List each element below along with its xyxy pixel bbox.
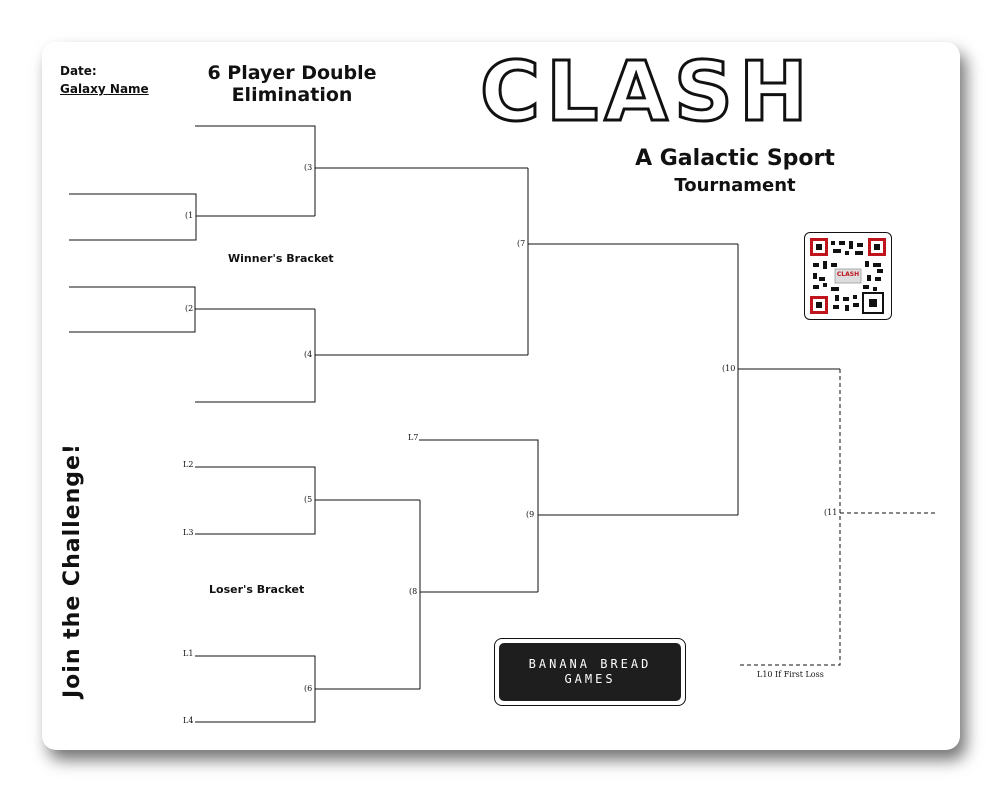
match-4-label: (4 (304, 350, 313, 359)
qr-center-logo: CLASH (836, 271, 860, 278)
studio-logo: BANANA BREAD GAMES (494, 638, 686, 706)
qr-code[interactable]: CLASH (804, 232, 892, 320)
match-9-bracket (419, 439, 539, 592)
seed-l3: L3 (183, 528, 194, 537)
match-3-bracket (195, 125, 316, 216)
title-line-1: 6 Player Double (207, 62, 377, 84)
match-6-label: (6 (304, 684, 313, 693)
bracket-lines (69, 125, 937, 723)
match-10-label: (10 (722, 364, 736, 373)
match-3-label: (3 (304, 163, 313, 172)
studio-logo-plate: BANANA BREAD GAMES (499, 643, 681, 701)
seed-l1: L1 (183, 649, 194, 658)
tournament-format-title: 6 Player Double Elimination (162, 62, 422, 106)
winners-bracket-label: Winner's Bracket (228, 252, 334, 265)
match-2-label: (2 (185, 304, 194, 313)
seed-l4: L4 (183, 716, 194, 725)
seed-l7: L7 (408, 433, 419, 442)
studio-name-line-1: BANANA BREAD (528, 657, 652, 671)
match-1-label: (1 (185, 211, 194, 220)
match-5-label: (5 (304, 495, 313, 504)
match-2-bracket (69, 286, 196, 333)
match-11-dashed-bracket (738, 369, 841, 666)
qr-code-graphic (810, 238, 886, 314)
match-5-bracket (195, 466, 316, 535)
bracket-sheet: Date: Galaxy Name 6 Player Double Elimin… (42, 42, 960, 750)
studio-name-line-2: GAMES (564, 672, 616, 686)
match-8-label: (8 (409, 587, 418, 596)
date-label: Date: (60, 64, 97, 78)
match-4-bracket (195, 309, 316, 403)
losers-bracket-label: Loser's Bracket (209, 583, 305, 596)
clash-logo: CLASH (479, 45, 814, 140)
match-9-label: (9 (526, 510, 535, 519)
match-11-label: (11 (824, 508, 838, 517)
l10-first-loss-note: L10 If First Loss (757, 670, 824, 679)
subtitle-line-1: A Galactic Sport (635, 146, 835, 171)
seed-l2: L2 (183, 460, 194, 469)
subtitle-line-2: Tournament (674, 175, 796, 196)
title-line-2: Elimination (231, 84, 353, 106)
galaxy-name-label: Galaxy Name (60, 82, 149, 96)
match-7-label: (7 (517, 239, 526, 248)
match-1-bracket (69, 193, 197, 241)
match-6-bracket (195, 655, 316, 723)
